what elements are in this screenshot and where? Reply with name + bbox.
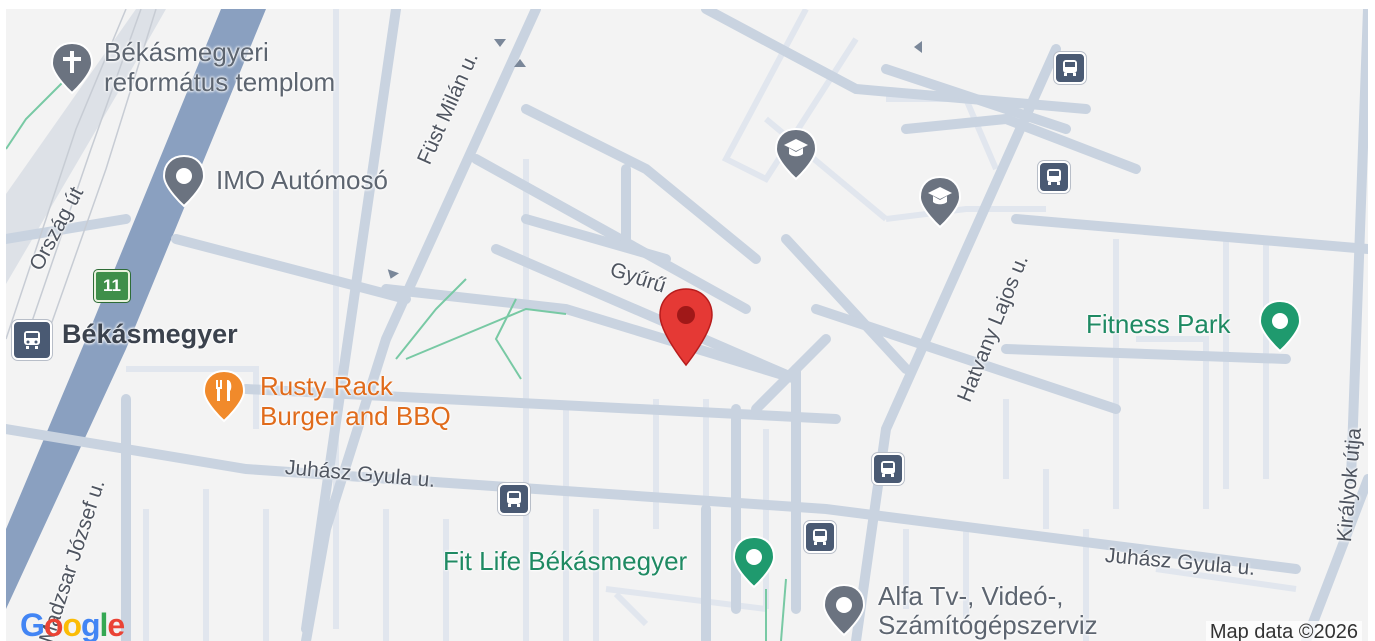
- location-dot-icon: [732, 535, 776, 589]
- bus-stop-marker[interactable]: [498, 483, 530, 515]
- restaurant-label-line1: Rusty Rack: [260, 371, 393, 401]
- bus-stop-marker[interactable]: [804, 521, 836, 553]
- logo-letter: g: [80, 607, 101, 641]
- alfa-label-line1: Alfa Tv-, Videó-,: [878, 581, 1064, 611]
- church-label-line2: református templom: [104, 67, 336, 97]
- location-dot-icon: [1258, 299, 1302, 353]
- bus-icon: [1063, 60, 1077, 76]
- fit-life-label: Fit Life Békásmegyer: [443, 546, 688, 576]
- road-network: [6, 9, 1368, 641]
- alfa-label-line2: Számítógépszerviz: [878, 610, 1098, 640]
- bus-icon: [1047, 169, 1061, 185]
- church-pin[interactable]: [50, 41, 94, 95]
- location-dot-icon: [822, 583, 866, 637]
- restaurant-icon: [202, 369, 246, 423]
- school-pin-1[interactable]: [774, 127, 818, 181]
- bus-icon: [881, 461, 895, 477]
- restaurant-pin[interactable]: [202, 369, 246, 423]
- route-shield: 11: [94, 270, 130, 302]
- train-icon: [24, 331, 40, 349]
- logo-letter: o: [43, 607, 64, 641]
- school-icon: [918, 175, 962, 229]
- church-icon: [50, 41, 94, 95]
- bus-icon: [813, 529, 827, 545]
- alfa-pin[interactable]: [822, 583, 866, 637]
- bus-stop-marker[interactable]: [1054, 52, 1086, 84]
- school-pin-2[interactable]: [918, 175, 962, 229]
- church-label-line1: Békásmegyeri: [104, 37, 269, 67]
- school-icon: [774, 127, 818, 181]
- map-canvas[interactable]: 11 Füst Milán u. Gyűrű Hatvany Lajos u. …: [6, 9, 1368, 641]
- selected-location-marker[interactable]: [658, 287, 714, 367]
- location-dot-icon: [162, 154, 206, 208]
- rail-yard: [6, 9, 166, 284]
- bus-stop-marker[interactable]: [1038, 161, 1070, 193]
- train-station-marker[interactable]: [12, 320, 52, 360]
- logo-letter: G: [20, 607, 45, 641]
- carwash-pin[interactable]: [162, 154, 206, 208]
- map-attribution[interactable]: Map data ©2026: [1205, 621, 1362, 641]
- logo-letter: l: [99, 607, 109, 641]
- logo-letter: e: [107, 607, 125, 641]
- red-pin-icon: [659, 288, 713, 367]
- bus-stop-marker[interactable]: [872, 453, 904, 485]
- carwash-label: IMO Autómosó: [216, 165, 388, 195]
- restaurant-label-line2: Burger and BBQ: [260, 401, 451, 431]
- fit-life-pin[interactable]: [732, 535, 776, 589]
- google-logo: Google: [20, 607, 125, 641]
- logo-letter: o: [62, 607, 82, 641]
- bus-icon: [507, 491, 521, 507]
- railway-band: [6, 9, 266, 609]
- fitness-park-pin[interactable]: [1258, 299, 1302, 353]
- fitness-park-label: Fitness Park: [1086, 309, 1231, 339]
- station-label: Békásmegyer: [62, 319, 238, 349]
